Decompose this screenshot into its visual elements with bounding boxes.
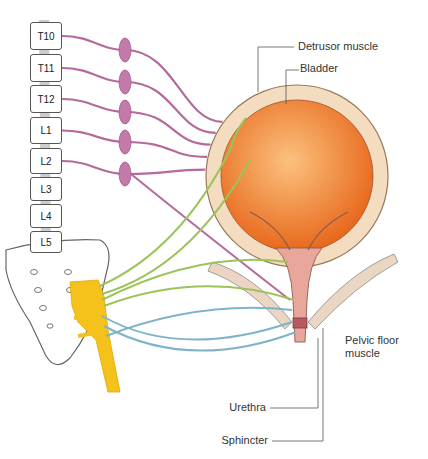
part-label: Detrusor muscle: [298, 40, 408, 53]
vertebra-label: L2: [40, 156, 51, 167]
vertebra-box: T11: [30, 54, 62, 82]
sphincter-muscle: [293, 318, 307, 328]
vertebra-label: L1: [40, 125, 51, 136]
pelvic-nerve: [102, 260, 288, 300]
foramen: [47, 324, 53, 328]
vertebra-box: L3: [30, 177, 62, 201]
foramen: [65, 270, 72, 275]
vertebra-label: T12: [37, 94, 54, 105]
leader-line: [272, 328, 323, 441]
pelvic-floor-left: [208, 262, 292, 329]
pudendal-nerve: [104, 326, 296, 351]
ganglion: [119, 162, 131, 186]
sacrum: [6, 240, 109, 365]
part-label: Sphincter: [210, 434, 268, 447]
vertebra-label: L3: [40, 184, 51, 195]
part-label: Urethra: [220, 401, 266, 414]
sympathetic-nerve: [62, 68, 216, 133]
vertebra-label: T11: [38, 63, 55, 74]
vertebra-box: T10: [30, 22, 62, 50]
foramen: [31, 270, 38, 275]
vertebra-box: L1: [30, 117, 62, 144]
vertebra-box: L5: [30, 231, 62, 253]
ganglion: [119, 70, 131, 94]
pelvic-floor-right: [308, 254, 398, 329]
leader-line: [270, 338, 318, 408]
detrusor-wall: [206, 85, 388, 267]
foramen: [40, 306, 47, 311]
vertebra-label: T10: [37, 31, 54, 42]
vertebra-label: L5: [40, 237, 51, 248]
sacral-plexus: [70, 280, 120, 392]
foramen: [35, 288, 42, 293]
vertebra-box: T12: [30, 85, 62, 113]
ganglion: [119, 100, 131, 124]
sympathetic-nerve: [62, 131, 207, 157]
sympathetic-nerve: [62, 161, 205, 174]
sympathetic-nerve: [62, 36, 223, 122]
bladder-organ: Bladder: [205, 84, 389, 268]
ganglion: [119, 38, 131, 62]
foramen: [67, 288, 74, 293]
vertebra-box: L4: [30, 204, 62, 228]
ganglion: [119, 130, 131, 154]
sympathetic-nerve: [62, 99, 211, 145]
vertebra-box: L2: [30, 148, 62, 174]
pelvic-nerve: [104, 286, 294, 306]
pudendal-nerve: [106, 308, 292, 336]
sacral-roots: [72, 300, 100, 336]
pudendal-nerve: [102, 316, 292, 340]
vertebra-label: L4: [40, 211, 51, 222]
part-label: Pelvic floor muscle: [345, 334, 417, 360]
bladder-lumen: [221, 100, 373, 252]
organ-label: Bladder: [300, 62, 338, 74]
bladder-shape: [205, 84, 389, 268]
